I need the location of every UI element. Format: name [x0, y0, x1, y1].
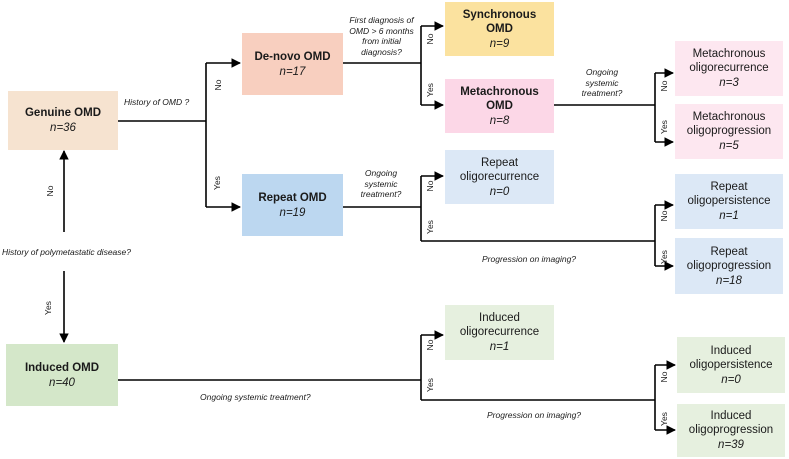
- repeat-oligoprogression-box: Repeat oligoprogression n=18: [675, 238, 783, 294]
- question-ongoing-systemic-meta: Ongoing systemic treatment?: [581, 67, 623, 98]
- branch-no-denovo: No: [213, 79, 223, 91]
- branch-no-repeat-recur: No: [425, 180, 435, 192]
- induced-oligopersistence-title: Induced oligopersistence: [689, 344, 773, 371]
- branch-no-meta-recur: No: [659, 80, 669, 92]
- repeat-oligopersistence-count: n=1: [719, 210, 739, 222]
- repeat-oligorecurrence-title: Repeat oligorecurrence: [459, 156, 540, 183]
- repeat-omd-title: Repeat OMD: [258, 191, 327, 204]
- question-history-omd: History of OMD ?: [124, 97, 190, 107]
- induced-omd-title: Induced OMD: [24, 361, 100, 374]
- question-first-diagnosis: First diagnosis of OMD > 6 months from i…: [349, 15, 414, 57]
- genuine-omd-box: Genuine OMD n=36: [8, 91, 118, 150]
- induced-omd-count: n=40: [49, 376, 75, 389]
- question-progression-induced: Progression on imaging?: [487, 410, 582, 420]
- induced-oligorecurrence-box: Induced oligorecurrence n=1: [445, 305, 554, 360]
- branch-no-induced-recur: No: [425, 339, 435, 351]
- branch-no-genuine: No: [45, 185, 55, 197]
- denovo-omd-title: De-novo OMD: [254, 50, 331, 63]
- repeat-oligorecurrence-box: Repeat oligorecurrence n=0: [445, 150, 554, 204]
- branch-yes-induced-progression: Yes: [425, 378, 435, 392]
- repeat-oligoprogression-count: n=18: [716, 274, 742, 287]
- metachronous-oligoprogression-title: Metachronous oligoprogression: [686, 111, 772, 137]
- metachronous-omd-count: n=8: [489, 114, 510, 127]
- repeat-oligoprogression-title: Repeat oligoprogression: [686, 245, 772, 272]
- denovo-omd-box: De-novo OMD n=17: [242, 33, 343, 95]
- branch-yes-metachronous: Yes: [425, 83, 435, 97]
- induced-oligopersistence-count: n=0: [721, 373, 741, 386]
- repeat-oligorecurrence-count: n=0: [489, 185, 510, 198]
- induced-omd-box: Induced OMD n=40: [6, 344, 118, 406]
- question-polymetastatic: History of polymetastatic disease?: [2, 247, 131, 257]
- induced-oligopersistence-box: Induced oligopersistence n=0: [677, 337, 785, 393]
- metachronous-oligoprogression-count: n=5: [719, 140, 739, 152]
- repeat-oligopersistence-title: Repeat oligopersistence: [687, 181, 771, 207]
- repeat-omd-box: Repeat OMD n=19: [242, 174, 343, 236]
- induced-oligoprogression-box: Induced oligoprogression n=39: [677, 404, 785, 457]
- genuine-omd-title: Genuine OMD: [24, 107, 102, 119]
- synchronous-omd-title: Synchronous OMD: [462, 8, 537, 35]
- repeat-omd-count: n=19: [279, 206, 306, 219]
- repeat-oligopersistence-box: Repeat oligopersistence n=1: [675, 174, 783, 229]
- branch-yes-repeat: Yes: [212, 176, 222, 190]
- branch-yes-meta-prog: Yes: [659, 120, 669, 134]
- branch-no-synchronous: No: [425, 33, 435, 45]
- synchronous-omd-count: n=9: [489, 37, 510, 50]
- metachronous-oligorecurrence-box: Metachronous oligorecurrence n=3: [675, 41, 783, 96]
- question-progression-repeat: Progression on imaging?: [482, 254, 577, 264]
- denovo-omd-count: n=17: [279, 65, 306, 78]
- induced-oligoprogression-count: n=39: [718, 439, 744, 451]
- induced-oligoprogression-title: Induced oligoprogression: [688, 410, 774, 436]
- branch-yes-repeat-prog: Yes: [659, 250, 669, 264]
- induced-oligorecurrence-count: n=1: [489, 341, 510, 353]
- metachronous-oligorecurrence-count: n=3: [719, 77, 739, 89]
- branch-no-induced-persist: No: [659, 371, 669, 383]
- synchronous-omd-box: Synchronous OMD n=9: [445, 2, 554, 56]
- branch-yes-induced: Yes: [43, 301, 53, 315]
- question-ongoing-systemic-induced: Ongoing systemic treatment?: [200, 392, 311, 402]
- branch-yes-induced-prog: Yes: [659, 412, 669, 426]
- branch-yes-repeat-progression: Yes: [425, 220, 435, 234]
- metachronous-oligoprogression-box: Metachronous oligoprogression n=5: [675, 104, 783, 159]
- metachronous-omd-title: Metachronous OMD: [460, 85, 539, 112]
- question-ongoing-systemic-repeat: Ongoing systemic treatment?: [360, 168, 402, 199]
- branch-no-repeat-persist: No: [659, 210, 669, 222]
- metachronous-omd-box: Metachronous OMD n=8: [445, 79, 554, 133]
- metachronous-oligorecurrence-title: Metachronous oligorecurrence: [689, 48, 769, 74]
- genuine-omd-count: n=36: [50, 122, 76, 134]
- induced-oligorecurrence-title: Induced oligorecurrence: [459, 312, 540, 338]
